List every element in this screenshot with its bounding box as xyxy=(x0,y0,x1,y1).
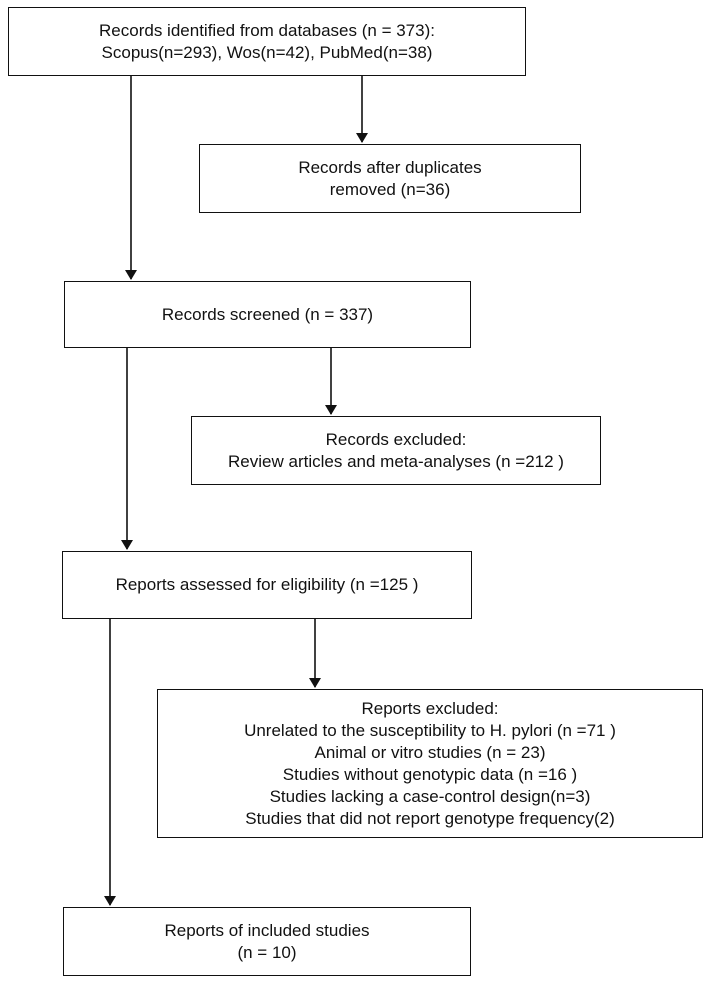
reports-excluded-line-1: Reports excluded: xyxy=(361,698,499,718)
records-identified-line-2: Scopus(n=293), Wos(n=42), PubMed(n=38) xyxy=(101,42,433,62)
reports-excluded-box: Reports excluded: Unrelated to the susce… xyxy=(157,689,703,838)
records-screened-line-1: Records screened (n = 337) xyxy=(161,304,374,324)
included-studies-box: Reports of included studies (n = 10) xyxy=(63,907,471,976)
duplicates-removed-line-2: removed (n=36) xyxy=(329,179,451,199)
records-excluded-line-2: Review articles and meta-analyses (n =21… xyxy=(228,451,564,471)
records-identified-line-1: Records identified from databases (n = 3… xyxy=(99,20,435,40)
records-excluded-line-1: Records excluded: xyxy=(325,429,467,449)
records-identified-box: Records identified from databases (n = 3… xyxy=(8,7,526,76)
reports-excluded-line-5: Studies lacking a case-control design(n=… xyxy=(269,786,591,806)
reports-excluded-line-6: Studies that did not report genotype fre… xyxy=(245,808,615,828)
records-screened-box: Records screened (n = 337) xyxy=(64,281,471,348)
duplicates-removed-box: Records after duplicates removed (n=36) xyxy=(199,144,581,213)
records-excluded-box: Records excluded: Review articles and me… xyxy=(191,416,601,485)
reports-excluded-line-3: Animal or vitro studies (n = 23) xyxy=(314,742,546,762)
duplicates-removed-line-1: Records after duplicates xyxy=(298,157,482,177)
reports-assessed-line-1: Reports assessed for eligibility (n =125… xyxy=(115,575,419,594)
reports-excluded-line-4: Studies without genotypic data (n =16 ) xyxy=(282,764,578,784)
included-studies-line-2: (n = 10) xyxy=(237,942,297,962)
included-studies-line-1: Reports of included studies xyxy=(164,920,370,940)
reports-excluded-line-2: Unrelated to the susceptibility to H. py… xyxy=(244,720,616,740)
reports-assessed-box: Reports assessed for eligibility (n =125… xyxy=(62,551,472,619)
